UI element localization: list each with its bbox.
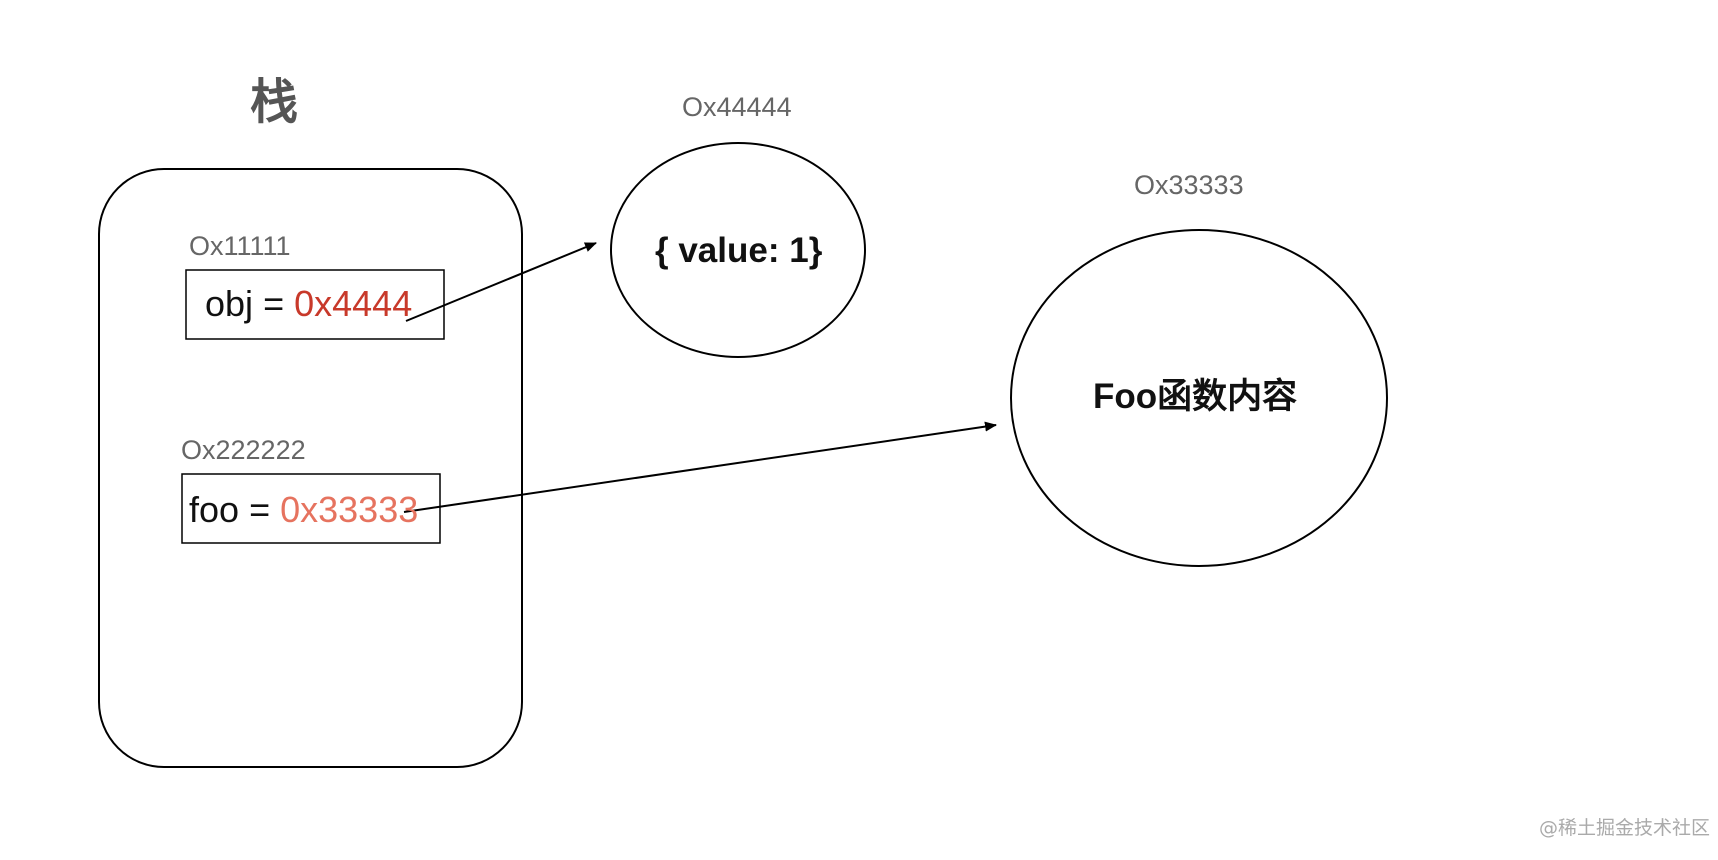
pointer-arrow-foo [403, 421, 997, 513]
pointer-arrow-obj [405, 242, 597, 322]
heap-function-circle [1010, 229, 1388, 567]
stack-cell-foo-text: foo = 0x33333 [189, 492, 418, 528]
heap-object-circle [610, 142, 866, 358]
stack-container [98, 168, 523, 768]
stack-cell-obj-pointer: 0x4444 [294, 283, 413, 324]
stack-cell-foo-address: Ox222222 [181, 435, 306, 465]
stack-cell-obj-text: obj = 0x4444 [205, 286, 412, 322]
stack-cell-foo-equals: = [249, 489, 271, 530]
stack-cell-obj-address: Ox11111 [189, 231, 291, 261]
stack-cell-foo-varname: foo [189, 489, 240, 530]
heap-function-content: Foo函数内容 [1093, 377, 1298, 416]
watermark-text: @稀土掘金技术社区 [1538, 817, 1710, 839]
stack-title: 栈 [250, 74, 299, 130]
stack-cell-obj-varname: obj [205, 283, 254, 324]
stack-cell-foo-box [181, 473, 441, 544]
heap-object-address: Ox44444 [682, 92, 792, 122]
stack-cell-obj-equals: = [263, 283, 285, 324]
stack-cell-foo-pointer: 0x33333 [280, 489, 419, 530]
heap-object-content: { value: 1} [655, 231, 823, 270]
heap-function-address: Ox33333 [1134, 170, 1244, 200]
